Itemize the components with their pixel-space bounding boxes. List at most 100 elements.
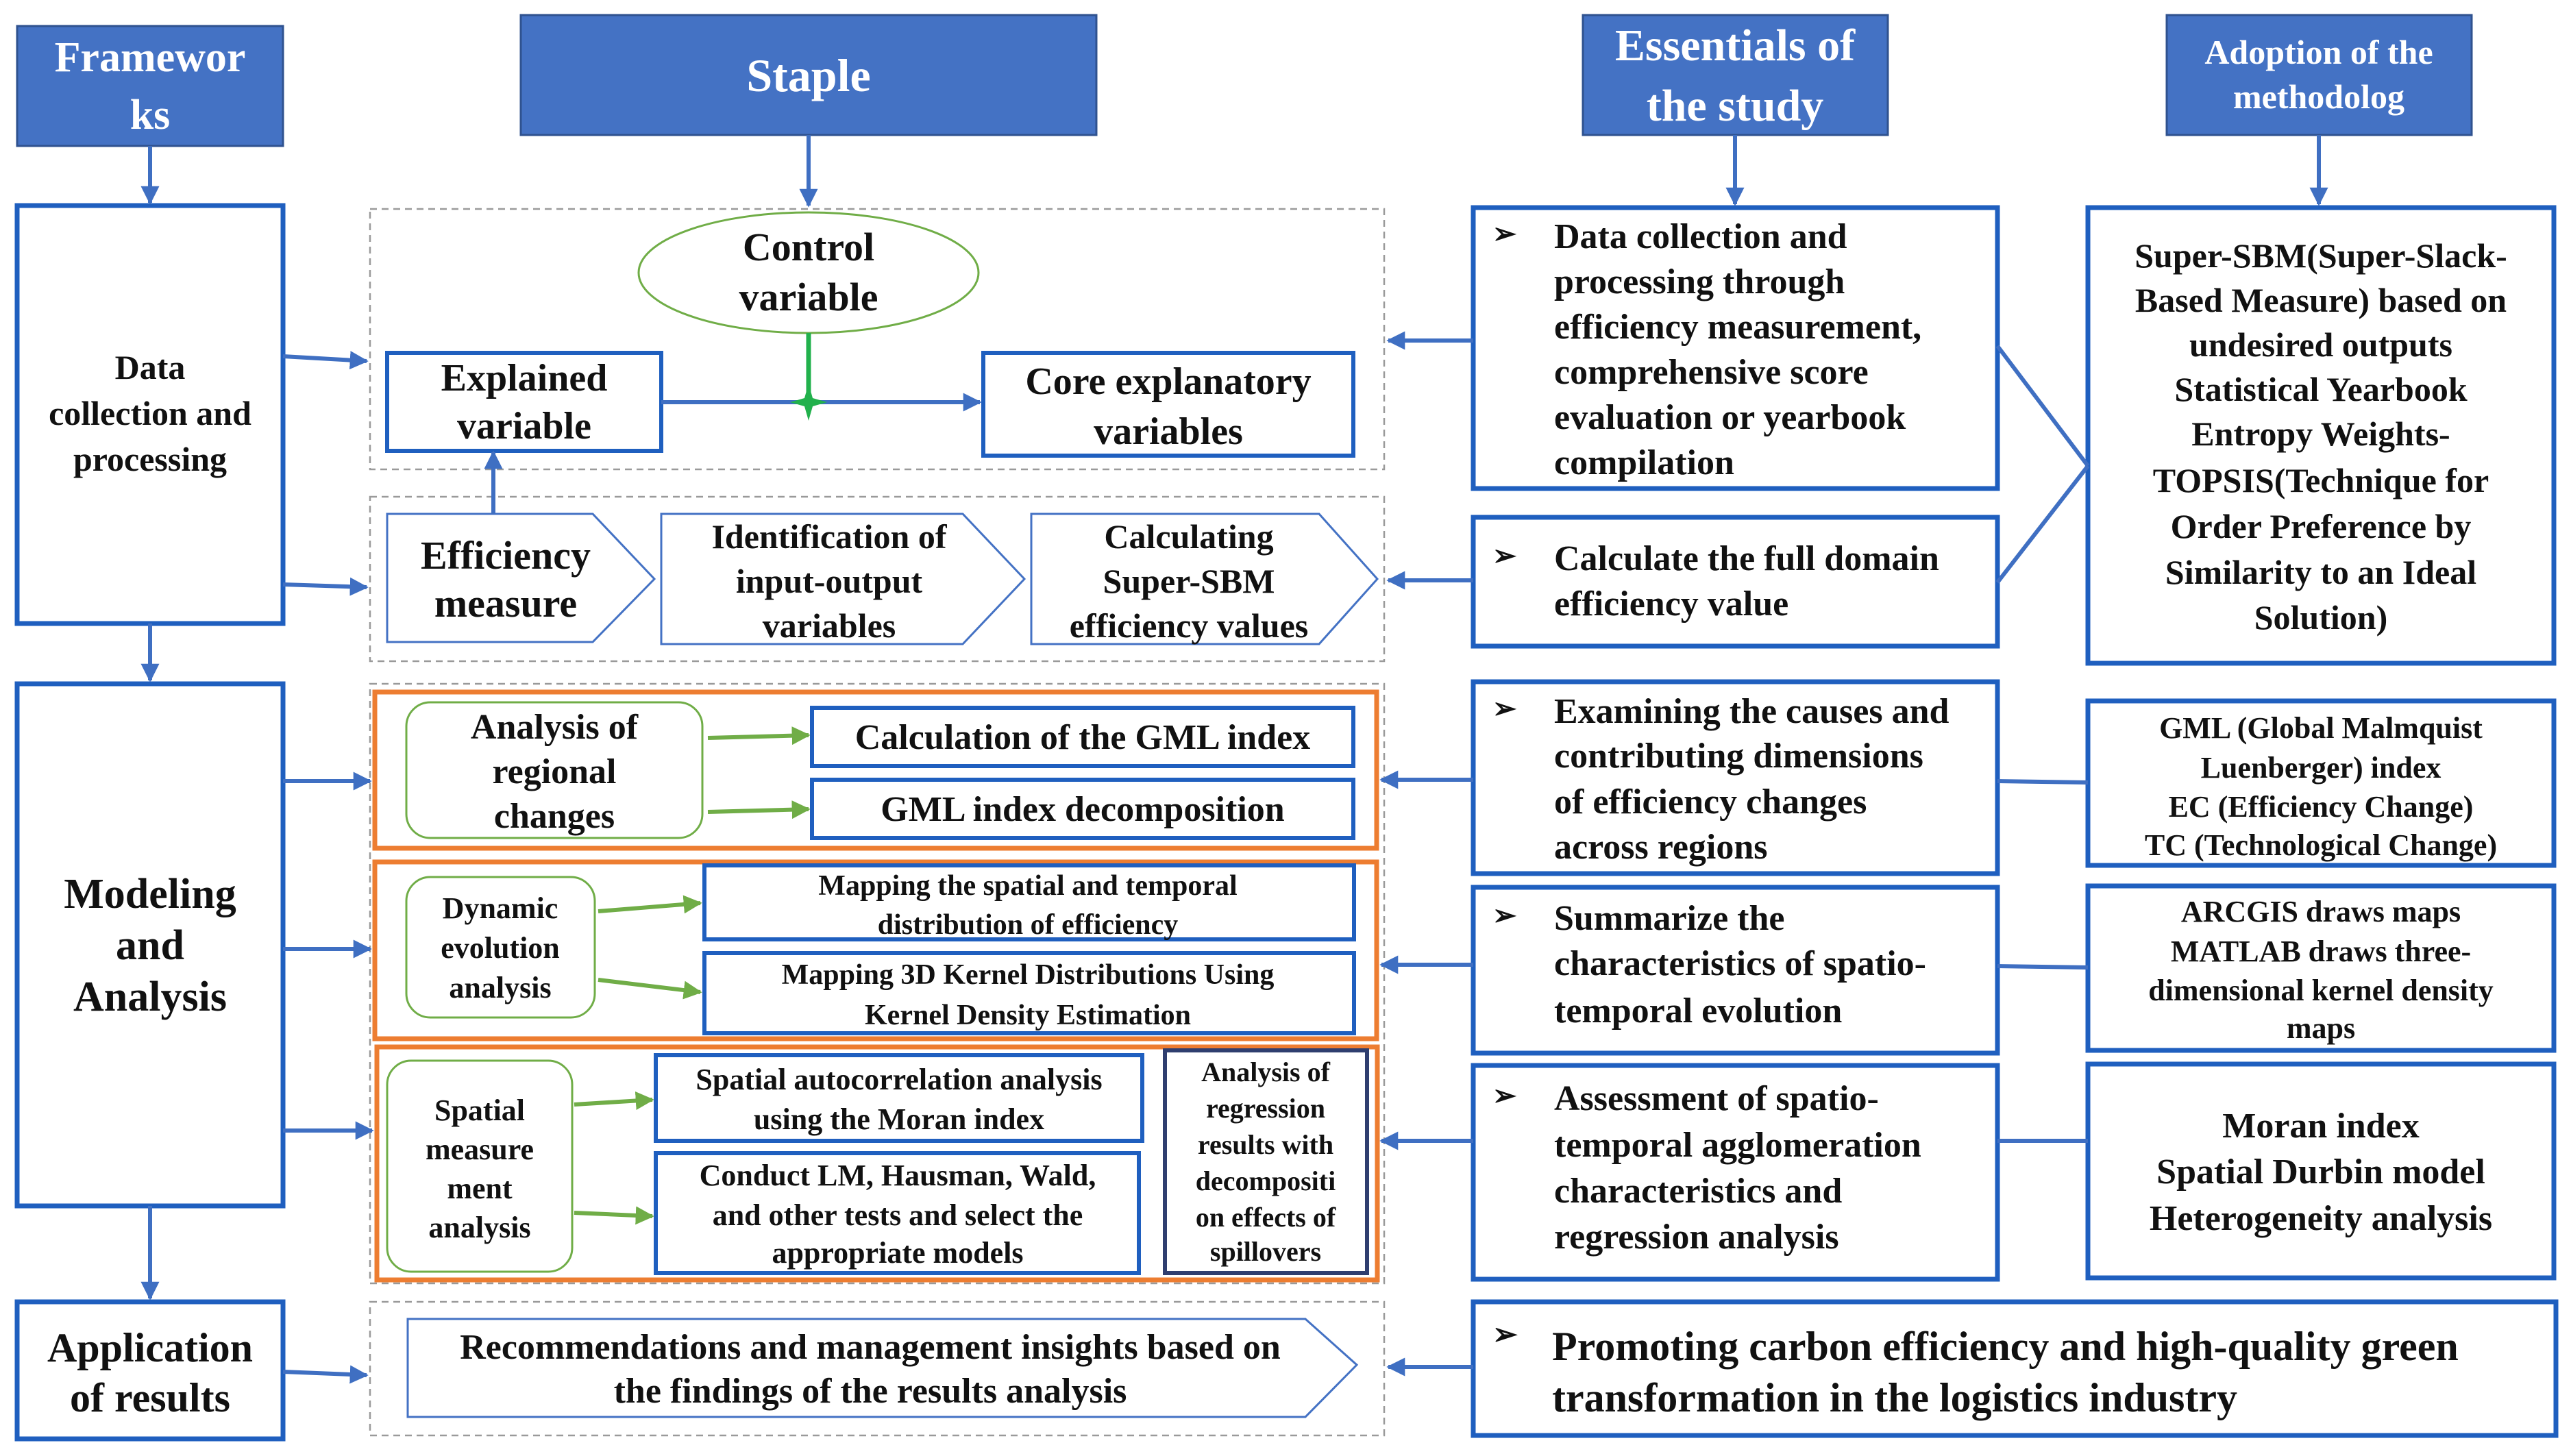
framework-data-collection-line-0: Data: [115, 348, 186, 386]
essential-examining-causes-line-2: of efficiency changes: [1554, 782, 1867, 822]
framework-modeling-line-1: and: [116, 922, 184, 969]
adoption-super-sbm-line-7: Similarity to an Ideal: [2165, 553, 2476, 591]
essential-assessment-line-0: Assessment of spatio-: [1554, 1079, 1879, 1118]
staple-panels: [369, 208, 1386, 1437]
essential-data-collection: ➢ Data collection and processing through…: [1471, 205, 2000, 491]
mapping-spatial-line-1: distribution of efficiency: [878, 909, 1179, 941]
regression-spillovers-line-5: spillovers: [1210, 1236, 1321, 1267]
essential-summarize: ➢ Summarize the characteristics of spati…: [1471, 885, 2000, 1056]
regression-spillovers: Analysis of regression results with deco…: [1163, 1048, 1369, 1275]
frameworks-to-variables-arrow: [282, 351, 369, 370]
dynamic-evolution: Dynamic evolution analysis: [405, 876, 596, 1019]
group-dynamic: [372, 859, 1379, 1041]
explained-variable-line-0: Explained: [441, 357, 608, 399]
control-variable-line-0: Control: [743, 225, 874, 269]
conduct-tests-line-2: appropriate models: [772, 1236, 1023, 1270]
adoption-gml-line-1: Luenberger) index: [2201, 751, 2441, 785]
calculating-sbm-line-2: efficiency values: [1070, 606, 1309, 645]
framework-data-collection-line-1: collection and: [49, 394, 251, 432]
panel-efficiency: [369, 495, 1386, 663]
recommendations: Recommendations and management insights …: [406, 1318, 1359, 1418]
essential-data-collection-bullet: ➢: [1492, 219, 1517, 250]
regional-changes-line-2: changes: [494, 797, 615, 836]
adoption-super-sbm-line-5: TOPSIS(Technique for: [2153, 461, 2489, 499]
essential-assessment: ➢ Assessment of spatio- temporal agglome…: [1471, 1063, 2000, 1282]
spatial-autocorrelation-line-1: using the Moran index: [754, 1102, 1044, 1136]
header-adoption: Adoption of the methodolog: [2165, 14, 2473, 136]
essential-assessment-line-2: characteristics and: [1554, 1172, 1842, 1211]
dynamic-evolution-line-1: evolution: [441, 931, 560, 965]
essential-data-collection-line-0: Data collection and: [1554, 217, 1847, 256]
spatial-measurement-line-1: measure: [426, 1133, 534, 1166]
framework-modeling-line-0: Modeling: [64, 871, 236, 917]
spatial-to-tests-arrow: [574, 1206, 654, 1225]
essential-full-domain-bullet: ➢: [1492, 541, 1517, 572]
modeling-groups: [372, 689, 1380, 1283]
adoption-super-sbm: Super-SBM(Super-Slack- Based Measure) ba…: [2085, 205, 2557, 666]
framework-modeling-line-2: Analysis: [73, 974, 227, 1020]
mapping-spatial-temporal: Mapping the spatial and temporal distrib…: [702, 863, 1356, 941]
efficiency-measure: Efficiency measure: [386, 513, 656, 643]
essential-examining-causes-line-0: Examining the causes and: [1554, 692, 1949, 731]
essential-promoting: ➢ Promoting carbon efficiency and high-q…: [1471, 1299, 2559, 1438]
panel-modeling: [369, 682, 1386, 1285]
spatial-measurement: Spatial measure ment analysis: [386, 1059, 574, 1273]
header-frameworks-line-0: Framewor: [55, 34, 246, 81]
regional-changes-line-0: Analysis of: [471, 708, 639, 747]
essential-examining-causes: ➢ Examining the causes and contributing …: [1471, 679, 2000, 876]
dynamic-to-kernel-arrow: [598, 978, 702, 1000]
essential-data-collection-line-2: efficiency measurement,: [1554, 308, 1921, 347]
spatial-autocorrelation-line-0: Spatial autocorrelation analysis: [696, 1063, 1102, 1096]
header-frameworks-line-1: ks: [130, 92, 171, 138]
essential-data-collection-line-1: processing through: [1554, 262, 1845, 301]
adoption-gml: GML (Global Malmquist Luenberger) index …: [2085, 698, 2557, 868]
regression-spillovers-line-4: on effects of: [1196, 1202, 1336, 1233]
regional-to-gml-arrow: [707, 726, 811, 745]
gml-decomposition: GML index decomposition: [810, 778, 1355, 840]
essential-promoting-line-0: Promoting carbon efficiency and high-qua…: [1552, 1324, 2459, 1369]
essential-summarize-line-1: characteristics of spatio-: [1554, 944, 1926, 983]
mapping-kernel-distributions: Mapping 3D Kernel Distributions Using Ke…: [702, 951, 1356, 1035]
arcgis-link: [1997, 964, 2089, 970]
header-adoption-line-0: Adoption of the: [2204, 33, 2433, 71]
mapping-kernel-line-1: Kernel Density Estimation: [865, 1000, 1191, 1031]
calculating-sbm-line-0: Calculating: [1104, 517, 1273, 556]
spatial-measurement-line-3: analysis: [428, 1211, 530, 1244]
dynamic-to-mapping-arrow: [598, 895, 702, 914]
mapping-spatial-line-0: Mapping the spatial and temporal: [818, 870, 1237, 902]
adoption-gml-line-3: TC (Technological Change): [2145, 828, 2497, 862]
group-regional: [372, 689, 1379, 851]
identification-io-line-2: variables: [763, 606, 896, 645]
regression-spillovers-line-0: Analysis of: [1201, 1057, 1330, 1087]
identification-io-line-0: Identification of: [711, 517, 947, 556]
recommendations-line-0: Recommendations and management insights …: [460, 1328, 1281, 1367]
mapping-kernel-line-0: Mapping 3D Kernel Distributions Using: [782, 959, 1275, 991]
core-explanatory-line-0: Core explanatory: [1025, 360, 1311, 403]
essential-full-domain: ➢ Calculate the full domain efficiency v…: [1471, 515, 2000, 649]
essential-summarize-line-0: Summarize the: [1554, 899, 1784, 938]
header-staple: Staple: [519, 14, 1098, 136]
regional-to-decomposition-arrow: [707, 800, 811, 819]
essential-full-domain-line-0: Calculate the full domain: [1554, 539, 1939, 578]
control-variable: Control variable: [637, 211, 980, 334]
conduct-tests: Conduct LM, Hausman, Wald, and other tes…: [654, 1151, 1141, 1275]
frameworks-to-application-arrow: [282, 1365, 369, 1384]
header-essentials: Essentials of the study: [1582, 14, 1889, 136]
efficiency-measure-line-1: measure: [434, 581, 577, 626]
essential-examining-causes-line-3: across regions: [1554, 828, 1768, 867]
adoption-arcgis: ARCGIS draws maps MATLAB draws three- di…: [2085, 883, 2557, 1053]
framework-modeling: Modeling and Analysis: [14, 681, 286, 1209]
spatial-to-autocorrelation-arrow: [574, 1091, 654, 1110]
connectors: [140, 135, 2328, 1384]
header-staple-label: Staple: [746, 49, 870, 101]
calculating-super-sbm: Calculating Super-SBM efficiency values: [1030, 513, 1379, 645]
regression-spillovers-line-3: decompositi: [1196, 1165, 1336, 1196]
core-explanatory-line-1: variables: [1094, 410, 1243, 453]
adoption-gml-line-2: EC (Efficiency Change): [2169, 790, 2474, 824]
adoption-arcgis-line-1: MATLAB draws three-: [2171, 935, 2471, 968]
adoption-super-sbm-line-3: Statistical Yearbook: [2174, 370, 2467, 408]
essential-assessment-line-3: regression analysis: [1554, 1218, 1839, 1257]
header-adoption-line-1: methodolog: [2233, 77, 2404, 116]
calculating-sbm-line-1: Super-SBM: [1103, 562, 1275, 600]
